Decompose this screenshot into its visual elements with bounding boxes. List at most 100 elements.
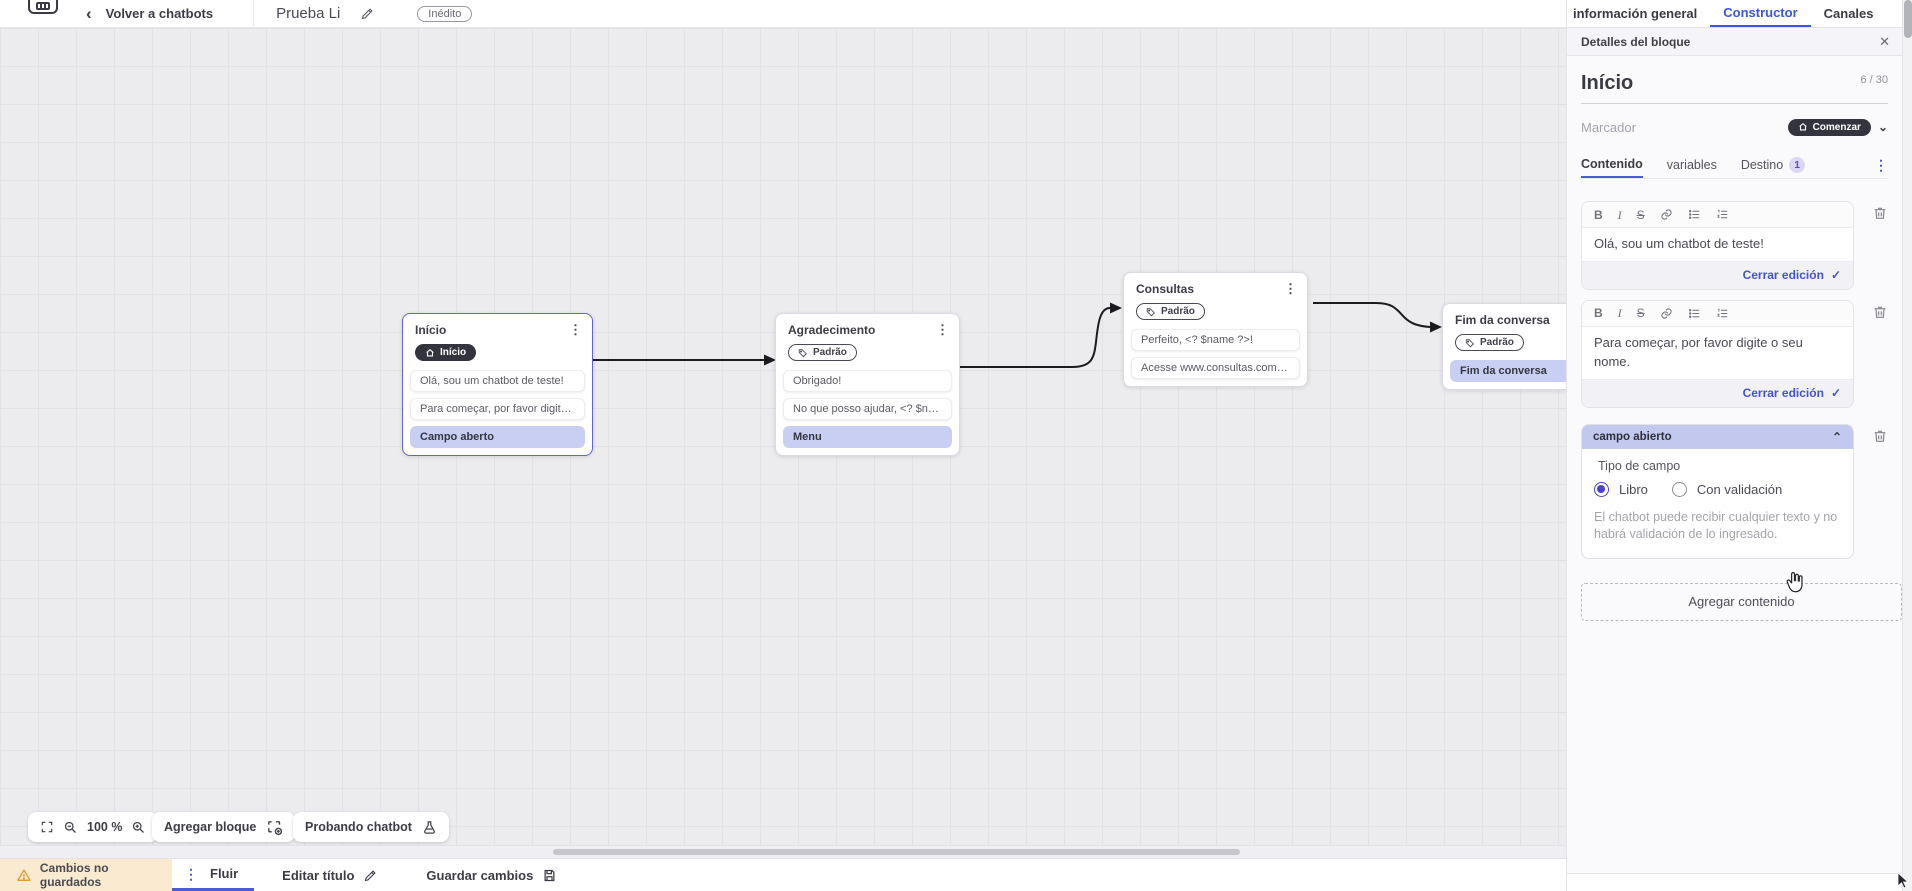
flow-node-consultas[interactable]: Consultas ⋮ Padrão Perfeito, <? $name ?>… <box>1123 272 1308 387</box>
field-description: El chatbot puede recibir cualquier texto… <box>1594 509 1838 542</box>
vertical-scrollbar-thumb[interactable] <box>1904 0 1912 38</box>
editor-toolbar: B I S <box>1582 300 1853 327</box>
start-marker-pill[interactable]: Comenzar <box>1787 118 1871 136</box>
open-field-header[interactable]: campo abierto ⌃ <box>1582 424 1853 449</box>
flow-canvas[interactable]: Início ⋮ Início Olá, sou um chatbot de t… <box>0 28 1566 858</box>
radio-libro[interactable] <box>1594 481 1609 497</box>
check-icon: ✓ <box>1830 386 1841 401</box>
panel-title: Detalles del bloque <box>1581 34 1691 49</box>
close-edit-button[interactable]: Cerrar edición <box>1742 268 1824 283</box>
save-changes-button[interactable]: Guardar cambios <box>426 859 557 891</box>
tab-contenido[interactable]: Contenido <box>1581 152 1643 178</box>
node-message-item[interactable]: Olá, sou um chatbot de teste! <box>410 369 585 392</box>
zoom-in-icon[interactable] <box>131 820 146 835</box>
radio-con-validacion-label[interactable]: Con validación <box>1696 481 1783 497</box>
edit-title-pencil-icon[interactable] <box>360 6 375 21</box>
chevron-up-icon[interactable]: ⌃ <box>1831 429 1842 444</box>
strikethrough-icon[interactable]: S <box>1636 207 1645 222</box>
tag-icon <box>1146 307 1155 316</box>
close-edit-button[interactable]: Cerrar edición <box>1742 386 1824 401</box>
radio-con-validacion[interactable] <box>1671 481 1687 497</box>
block-name[interactable]: Início <box>1581 72 1634 94</box>
test-chatbot-button[interactable]: Probando chatbot <box>293 812 449 842</box>
bullet-list-icon[interactable] <box>1688 208 1701 221</box>
horizontal-scrollbar-track[interactable] <box>0 845 1566 858</box>
app-logo-icon <box>24 0 62 26</box>
fit-screen-icon[interactable] <box>40 820 54 834</box>
edit-title-button[interactable]: Editar título <box>282 859 378 891</box>
numbered-list-icon[interactable] <box>1716 307 1729 320</box>
start-marker-pill: Início <box>415 344 477 361</box>
vertical-scrollbar-track[interactable] <box>1902 0 1912 891</box>
editor-text[interactable]: Olá, sou um chatbot de teste! <box>1582 228 1853 261</box>
home-icon <box>426 348 434 356</box>
node-message-item[interactable]: Perfeito, <? $name ?>! <box>1131 328 1300 351</box>
italic-icon[interactable]: I <box>1617 207 1622 222</box>
node-message-item[interactable]: Para começar, por favor digite o ... <box>410 397 585 420</box>
add-content-button[interactable]: Agregar contenido <box>1581 582 1902 621</box>
open-field-card: campo abierto ⌃ Tipo de campo Libro Con … <box>1581 423 1854 559</box>
editor-footer: Cerrar edición ✓ <box>1582 378 1853 407</box>
tab-informacion-general[interactable]: información general <box>1573 6 1698 21</box>
numbered-list-icon[interactable] <box>1716 208 1729 221</box>
node-action-item[interactable]: Menu <box>783 425 952 448</box>
node-menu-icon[interactable]: ⋮ <box>936 322 949 337</box>
back-chevron-icon[interactable]: ‹ <box>86 4 92 23</box>
tab-variables[interactable]: variables <box>1666 158 1717 172</box>
delete-content-icon[interactable] <box>1872 205 1888 221</box>
node-menu-icon[interactable]: ⋮ <box>1284 281 1297 296</box>
delete-content-icon[interactable] <box>1872 304 1888 320</box>
default-marker-pill: Padrão <box>1455 334 1524 351</box>
node-action-item[interactable]: Campo aberto <box>410 425 585 448</box>
node-menu-icon[interactable]: ⋮ <box>569 322 582 337</box>
content-editor-row: B I S Olá, sou um chatbot de teste! Cerr… <box>1581 201 1888 290</box>
delete-content-icon[interactable] <box>1872 428 1888 444</box>
tab-constructor[interactable]: Constructor <box>1710 0 1811 27</box>
flow-node-inicio[interactable]: Início ⋮ Início Olá, sou um chatbot de t… <box>402 313 593 456</box>
tab-fluir[interactable]: ⋮ Fluir <box>172 859 255 891</box>
open-field-row: campo abierto ⌃ Tipo de campo Libro Con … <box>1581 423 1888 559</box>
horizontal-scrollbar-thumb[interactable] <box>553 849 1240 855</box>
panel-header: Detalles del bloque ✕ <box>1567 28 1902 56</box>
node-action-item[interactable]: Fim da conversa <box>1450 359 1566 382</box>
node-message-item[interactable]: Obrigado! <box>783 369 952 392</box>
node-title: Consultas <box>1136 282 1195 296</box>
panel-section-tabs: Contenido variables Destino 1 ⋮ <box>1581 152 1888 179</box>
zoom-out-icon[interactable] <box>63 820 78 835</box>
tab-canales[interactable]: Canales <box>1823 6 1874 21</box>
text-editor[interactable]: B I S Olá, sou um chatbot de teste! Cerr… <box>1581 201 1854 290</box>
marker-selector[interactable]: Comenzar ⌄ <box>1787 118 1888 136</box>
strikethrough-icon[interactable]: S <box>1636 306 1645 321</box>
link-icon[interactable] <box>1660 307 1673 320</box>
bold-icon[interactable]: B <box>1594 207 1603 222</box>
node-message-item[interactable]: No que posso ajudar, <? $name ... <box>783 397 952 420</box>
panel-footer <box>1567 873 1902 891</box>
back-to-chatbots-link[interactable]: Volver a chatbots <box>105 6 214 21</box>
bullet-list-icon[interactable] <box>1688 307 1701 320</box>
flow-tab-menu-icon[interactable]: ⋮ <box>184 865 198 882</box>
link-icon[interactable] <box>1660 208 1673 221</box>
section-menu-icon[interactable]: ⋮ <box>1874 156 1888 173</box>
chatbot-title: Prueba Li <box>276 5 341 22</box>
block-name-field[interactable]: Início 6 / 30 <box>1581 72 1888 104</box>
flow-node-agradecimento[interactable]: Agradecimento ⋮ Padrão Obrigado! No que … <box>775 313 960 456</box>
flow-node-fim[interactable]: Fim da conversa ⋮ Padrão Fim da conversa <box>1442 303 1566 390</box>
editor-toolbar: B I S <box>1582 202 1853 228</box>
check-icon: ✓ <box>1830 268 1841 283</box>
editor-text[interactable]: Para começar, por favor digite o seu nom… <box>1582 326 1853 379</box>
radio-libro-label[interactable]: Libro <box>1619 481 1648 497</box>
zoom-level: 100 % <box>87 820 123 834</box>
status-badge: Inédito <box>417 5 473 22</box>
close-icon[interactable]: ✕ <box>1879 33 1890 49</box>
default-marker-pill: Padrão <box>788 344 857 361</box>
warning-triangle-icon <box>17 869 31 881</box>
tab-destino[interactable]: Destino 1 <box>1741 152 1806 178</box>
flow-connectors <box>593 302 1442 368</box>
panel-top-tabs: información general Constructor Canales <box>1567 0 1902 28</box>
add-block-button[interactable]: Agregar bloque <box>152 812 296 842</box>
chevron-down-icon[interactable]: ⌄ <box>1877 120 1888 134</box>
text-editor[interactable]: B I S Para começar, por favor digite o s… <box>1581 299 1854 408</box>
italic-icon[interactable]: I <box>1617 306 1622 321</box>
bold-icon[interactable]: B <box>1594 306 1603 321</box>
node-message-item[interactable]: Acesse www.consultas.com par... <box>1131 356 1300 379</box>
